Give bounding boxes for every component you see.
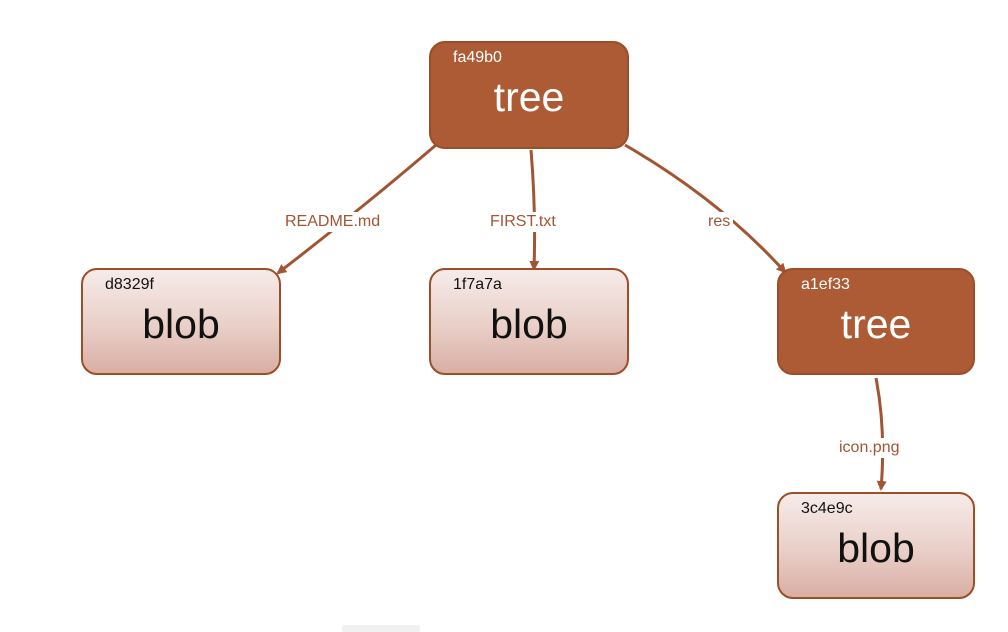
node-hash: 1f7a7a [453, 276, 502, 293]
node-kind: blob [490, 301, 568, 347]
edge-readme-arrow [276, 143, 437, 275]
node-kind: blob [837, 525, 915, 571]
edge-first-arrow [529, 149, 540, 271]
edge-label-readme: README.md [282, 212, 384, 232]
edge-res-arrow [624, 143, 787, 274]
blob-node-first[interactable]: 1f7a7a blob [429, 268, 629, 375]
node-hash: 3c4e9c [801, 500, 853, 517]
edge-icon-arrow [874, 377, 887, 491]
node-hash: d8329f [105, 276, 154, 293]
tree-node-res[interactable]: a1ef33 tree [777, 268, 975, 375]
node-hash: fa49b0 [453, 49, 502, 66]
edge-label-res: res [705, 212, 734, 232]
node-hash: a1ef33 [801, 276, 850, 293]
blob-node-readme[interactable]: d8329f blob [81, 268, 281, 375]
scrollbar-thumb[interactable] [342, 625, 420, 632]
node-kind: blob [142, 301, 220, 347]
edge-label-icon: icon.png [836, 438, 903, 458]
node-kind: tree [840, 301, 912, 347]
node-kind: tree [493, 74, 565, 120]
blob-node-icon[interactable]: 3c4e9c blob [777, 492, 975, 599]
edge-label-first: FIRST.txt [487, 212, 559, 232]
tree-node-root[interactable]: fa49b0 tree [429, 41, 629, 149]
